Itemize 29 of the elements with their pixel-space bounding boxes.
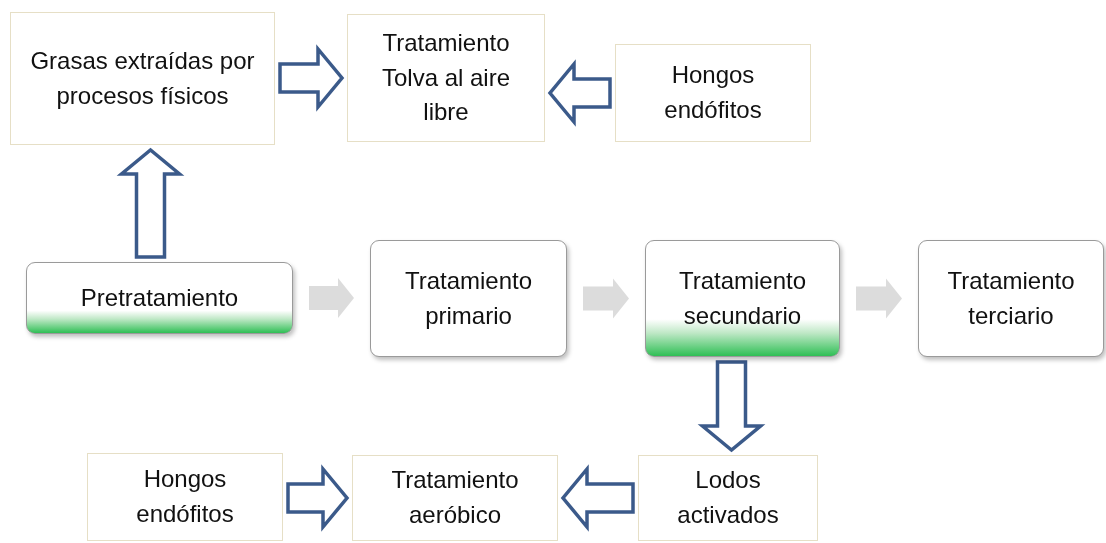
- note-box: [352, 455, 558, 541]
- node-label: Grasas extraídas por procesos físicos: [29, 45, 256, 111]
- note-box: [87, 453, 283, 541]
- note-box: [615, 44, 811, 142]
- block-arrow: [856, 278, 902, 319]
- note-box: [347, 14, 545, 142]
- block-arrow: [697, 360, 766, 453]
- note-box: [10, 12, 275, 145]
- node-label: Lodos activados: [676, 465, 780, 530]
- process-box: [370, 240, 567, 357]
- node-label: Tratamiento terciario: [946, 265, 1076, 331]
- process-box: [918, 240, 1104, 357]
- block-arrow: [560, 464, 635, 532]
- node-label: Tratamiento aeróbico: [390, 465, 520, 530]
- node-label: Tratamiento Tolva al aire libre: [380, 27, 512, 128]
- block-arrow: [116, 147, 185, 259]
- block-arrow: [547, 59, 612, 127]
- process-box: [26, 262, 293, 334]
- block-arrow: [309, 278, 354, 318]
- node-label: Pretratamiento: [80, 282, 239, 313]
- block-arrow: [278, 44, 345, 112]
- node-label: Tratamiento primario: [403, 265, 534, 331]
- node-label: Tratamiento secundario: [677, 265, 808, 331]
- node-label: Hongos endófitos: [663, 60, 763, 125]
- block-arrow: [286, 464, 350, 532]
- note-box: [638, 455, 818, 541]
- process-box: [645, 240, 840, 357]
- node-label: Hongos endófitos: [135, 464, 235, 529]
- block-arrow: [583, 278, 629, 319]
